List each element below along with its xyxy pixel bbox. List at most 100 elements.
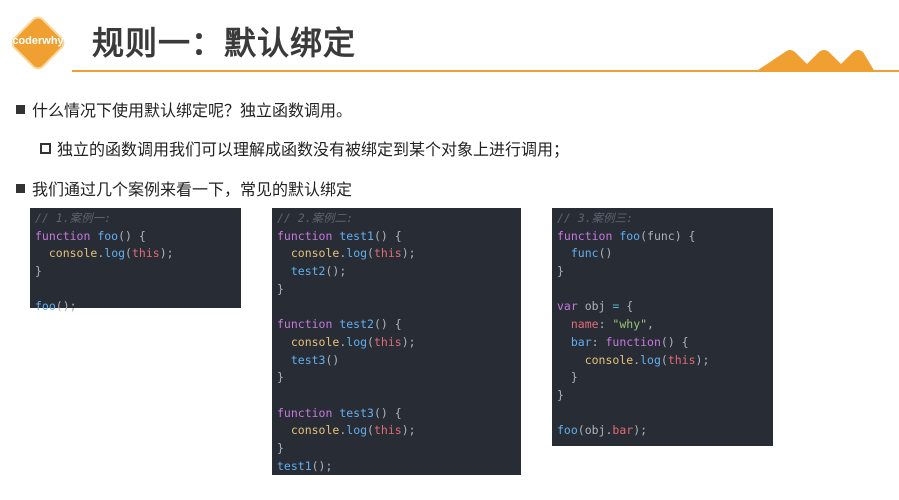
code-line: console.log(this); xyxy=(277,245,516,263)
code-token: ( xyxy=(367,423,374,438)
code-line: name: "why", xyxy=(557,316,768,334)
code-token: () { xyxy=(660,334,689,349)
hollow-square-bullet-icon xyxy=(40,142,51,154)
code-token: bar xyxy=(612,423,634,438)
code-line: // 3.案例三: xyxy=(557,210,768,228)
code-line: function foo(func) { xyxy=(557,228,768,246)
code-token: bar xyxy=(570,334,592,349)
code-token: foo xyxy=(97,228,119,243)
code-token: foo xyxy=(35,299,56,314)
code-token: } xyxy=(35,264,42,279)
code-token: ); xyxy=(633,423,648,438)
code-token: test1 xyxy=(339,228,374,243)
code-token: function xyxy=(605,334,661,349)
code-token: (); xyxy=(325,264,347,279)
code-token: console xyxy=(290,334,340,349)
code-token: . xyxy=(633,352,641,367)
code-line xyxy=(35,281,236,299)
code-line: test3() xyxy=(277,352,516,370)
code-line: } xyxy=(277,369,516,387)
title-divider xyxy=(72,70,899,72)
code-token xyxy=(557,246,571,260)
code-token: } xyxy=(277,281,284,296)
code-token: "why" xyxy=(612,317,648,332)
code-token: foo xyxy=(557,423,578,438)
square-bullet-icon xyxy=(16,183,25,193)
code-token: ( xyxy=(125,246,132,261)
code-token xyxy=(557,335,571,349)
code-token: } xyxy=(557,387,564,402)
code-token: test1 xyxy=(277,458,312,473)
code-line: console.log(this); xyxy=(35,245,236,263)
code-token: = xyxy=(612,299,620,314)
code-token: func xyxy=(570,246,599,261)
code-token: console xyxy=(290,423,340,438)
code-block-3: // 3.案例三: function foo(func) { func()} var… xyxy=(552,208,773,446)
bullet-text: 独立的函数调用我们可以理解成函数没有被绑定到某个对象上进行调用； xyxy=(57,140,570,159)
code-token: test3 xyxy=(339,405,374,420)
code-token: log xyxy=(104,246,126,261)
page-title: 规则一：默认绑定 xyxy=(92,24,357,62)
bullet-text: 我们通过几个案例来看一下，常见的默认绑定 xyxy=(32,180,353,199)
code-line xyxy=(557,281,768,299)
code-token: ( xyxy=(367,334,374,349)
code-token: (); xyxy=(55,299,77,314)
code-token xyxy=(557,353,585,367)
code-token xyxy=(557,317,571,331)
code-line: function foo() { xyxy=(35,228,236,246)
code-token: ); xyxy=(401,334,416,349)
code-token: // 3.案例三: xyxy=(557,211,634,225)
code-token: var xyxy=(557,299,585,314)
code-line: } xyxy=(557,263,768,281)
code-token: . xyxy=(339,246,347,261)
code-token xyxy=(277,353,291,367)
code-token: } xyxy=(277,440,284,455)
code-token: (obj. xyxy=(577,423,613,438)
code-token: : xyxy=(598,317,613,332)
code-token: () { xyxy=(373,228,402,243)
code-token: console xyxy=(290,246,340,261)
code-token: : xyxy=(591,334,606,349)
code-line xyxy=(277,298,516,316)
code-token: log xyxy=(346,423,368,438)
code-line: // 1.案例一: xyxy=(35,210,236,228)
code-token: test2 xyxy=(290,264,326,279)
code-line: } xyxy=(557,369,768,387)
code-token: ); xyxy=(401,246,416,261)
code-token: // 2.案例二: xyxy=(277,211,354,225)
code-token: foo xyxy=(619,228,641,243)
code-token: console xyxy=(584,352,634,367)
code-token: ); xyxy=(159,246,174,261)
code-token xyxy=(277,246,291,260)
code-token: name xyxy=(570,317,599,332)
code-line: } xyxy=(35,263,236,281)
code-token: test2 xyxy=(339,317,374,332)
square-bullet-icon xyxy=(16,104,25,114)
code-token: this xyxy=(131,246,160,261)
code-token: () xyxy=(598,246,613,261)
code-token: function xyxy=(277,405,340,420)
code-block-1: // 1.案例一: function foo() { console.log(th… xyxy=(30,208,241,313)
code-token xyxy=(277,423,291,437)
code-token xyxy=(277,335,291,349)
code-line: } xyxy=(277,440,516,458)
bullet-2: 独立的函数调用我们可以理解成函数没有被绑定到某个对象上进行调用； xyxy=(40,136,569,160)
code-token: function xyxy=(277,317,340,332)
code-line: func() xyxy=(557,245,768,263)
code-token: log xyxy=(346,246,368,261)
code-line xyxy=(277,387,516,405)
bullet-3: 我们通过几个案例来看一下，常见的默认绑定 xyxy=(16,176,352,200)
code-token: . xyxy=(339,334,347,349)
code-line: function test2() { xyxy=(277,316,516,334)
code-line: console.log(this); xyxy=(277,334,516,352)
code-token: () { xyxy=(373,317,402,332)
code-token: . xyxy=(339,423,347,438)
code-line: console.log(this); xyxy=(277,422,516,440)
code-token: } xyxy=(557,370,578,385)
code-line: // 2.案例二: xyxy=(277,210,516,228)
code-token: // 1.案例一: xyxy=(35,211,112,225)
code-line: function test3() { xyxy=(277,405,516,423)
code-token: ( xyxy=(660,352,668,367)
code-token: function xyxy=(277,228,340,243)
code-token xyxy=(277,264,291,278)
